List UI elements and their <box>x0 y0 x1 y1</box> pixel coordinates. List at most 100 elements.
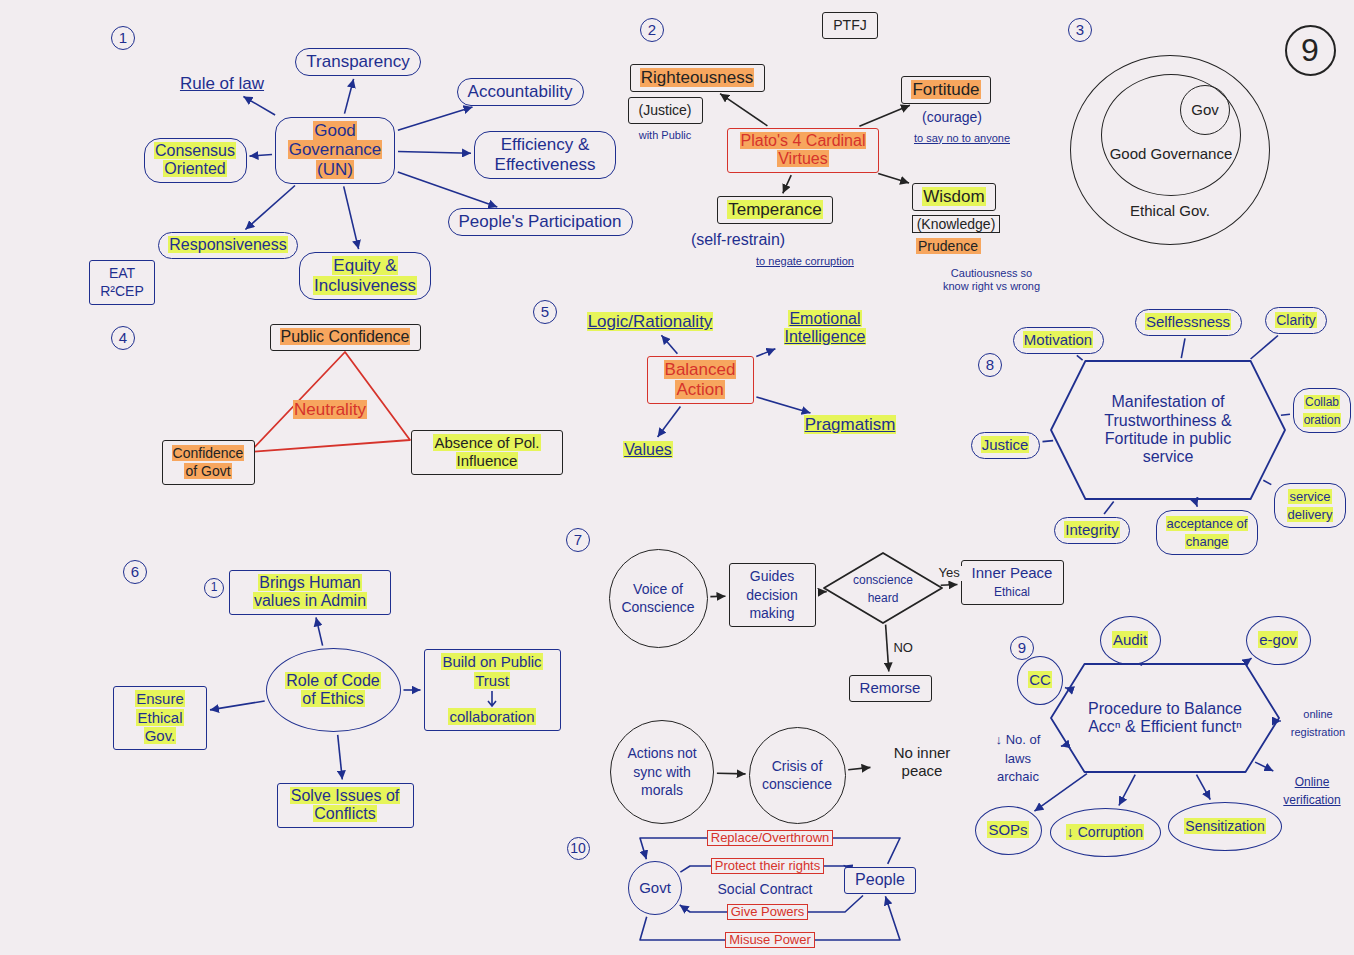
text-node: Rule of law <box>175 73 270 95</box>
text-node: Values <box>619 440 677 461</box>
text-line: EAT R²CEP <box>99 264 146 301</box>
concept-box: Balanced Action <box>647 356 754 404</box>
connector <box>1034 774 1087 812</box>
concept-box: Fortitude <box>901 76 991 104</box>
ellipse-node: e-gov <box>1246 616 1311 665</box>
node-text: Public Confidence <box>280 328 411 345</box>
concept-box: Public Confidence <box>270 324 421 351</box>
text-line: Temperance <box>727 200 824 220</box>
hexagon-node: Manifestation of Trustworthiness & Forti… <box>1050 360 1286 500</box>
text-node: Pragmatism <box>800 414 901 436</box>
rounded-box: Efficiency & Effectiveness <box>474 131 616 179</box>
text-line: Remorse <box>858 679 922 697</box>
text-line: Ethical Gov. <box>1129 202 1211 220</box>
connector <box>1065 687 1066 689</box>
node-text: Gov <box>1190 101 1220 118</box>
text-line: Consensus Oriented <box>153 142 237 179</box>
note-text: to say no to anyone <box>913 132 1011 145</box>
note-text: (courage) <box>922 109 983 125</box>
text-line: Transparency <box>305 52 412 72</box>
connector <box>1246 658 1252 662</box>
text-line: Voice of Conscience <box>620 580 697 617</box>
text-node: Emotional Intelligence <box>764 309 886 348</box>
connector <box>859 105 910 126</box>
connector <box>848 767 870 769</box>
rounded-box: acceptance of change <box>1156 510 1258 555</box>
node-text: Integrity <box>1064 521 1119 538</box>
rounded-box: Integrity <box>1054 517 1130 544</box>
text-line: (Justice) <box>637 101 693 119</box>
node-text: Ethical <box>993 585 1031 599</box>
node-text: Efficiency & Effectiveness <box>494 135 597 174</box>
node-text: Selflessness <box>1145 313 1231 330</box>
note-text: to negate corruption <box>756 255 855 268</box>
ellipse-node: SOPs <box>975 806 1042 855</box>
text-line: People <box>854 871 907 889</box>
connector <box>1197 775 1211 800</box>
text-line: Righteousness <box>639 68 755 88</box>
text-line: Ethical <box>992 582 1032 600</box>
text-line: No inner peace <box>877 744 967 781</box>
text-line: Balanced Action <box>656 360 744 399</box>
text-line: e-gov <box>1258 631 1299 649</box>
callout-number: 7 <box>566 528 590 552</box>
node-text: People's Participation <box>458 212 623 231</box>
rounded-box: Selflessness <box>1135 309 1242 336</box>
text-line: Audit <box>1111 631 1149 649</box>
text-line: Values <box>623 441 674 459</box>
node-text: Accountability <box>467 82 574 101</box>
text-line: Selflessness <box>1144 313 1232 331</box>
connector <box>1104 501 1114 514</box>
concept-box: (Justice) <box>628 97 703 124</box>
node-text: Wisdom <box>922 187 985 206</box>
connector <box>756 349 775 357</box>
outline <box>1051 664 1279 772</box>
connector <box>941 584 958 586</box>
note-text: with Public <box>638 129 692 142</box>
connector <box>398 152 471 154</box>
edge-label: NO <box>890 641 916 656</box>
node-text: Build on Public Trust <box>441 653 542 688</box>
rounded-box: Equity & Inclusiveness <box>299 252 431 300</box>
concept-box: Confidence of Govt <box>162 440 255 485</box>
connector <box>404 689 421 691</box>
node-text: Govt <box>638 879 672 896</box>
callout-number: 9 <box>1010 636 1034 660</box>
node-text: Absence of Pol. Influence <box>433 434 540 469</box>
connector <box>717 772 746 774</box>
concentric-circle: Gov <box>1180 85 1230 135</box>
concept-box: Wisdom <box>912 183 996 211</box>
connector <box>1119 775 1135 806</box>
text-node: ↓ No. of laws archaic <box>978 729 1058 787</box>
callout-number: 4 <box>111 326 135 350</box>
connector <box>1263 480 1271 484</box>
text-line: Collaboration <box>1303 392 1342 429</box>
node-text: Solve Issues of Conflicts <box>290 787 401 822</box>
concept-box: Ensure Ethical Gov. <box>113 686 207 750</box>
node-text: Sensitization <box>1184 818 1265 834</box>
text-line: Fortitude <box>911 80 982 100</box>
concept-box: Solve Issues of Conflicts <box>277 783 414 828</box>
node-text: Emotional Intelligence <box>784 310 867 345</box>
edge-label: Protect their rights <box>711 858 825 875</box>
node-text: Audit <box>1112 631 1148 648</box>
node-text: Pragmatism <box>804 415 897 434</box>
node-text: Collaboration <box>1303 395 1342 427</box>
node-text: Confidence of Govt <box>172 445 245 479</box>
text-line: online registration <box>1288 704 1349 741</box>
connector <box>878 173 909 183</box>
concept-box: PTFJ <box>822 12 878 39</box>
node-text: online registration <box>1290 708 1346 738</box>
connector <box>1043 441 1054 442</box>
connector <box>1255 762 1273 771</box>
node-text: Consensus Oriented <box>154 142 236 177</box>
text-line: ↓ No. of laws archaic <box>982 730 1055 785</box>
text-line: Emotional Intelligence <box>768 310 883 347</box>
connector <box>316 617 323 645</box>
text-line: acceptance of change <box>1166 514 1249 551</box>
node-text: Actions not sync with morals <box>627 745 698 798</box>
text-line: Inner Peace <box>970 564 1054 582</box>
note-text: (Knowledge) <box>912 215 1000 233</box>
concept-box: Build on Public Trustcollaboration <box>424 649 561 731</box>
rounded-box: Consensus Oriented <box>144 138 247 183</box>
